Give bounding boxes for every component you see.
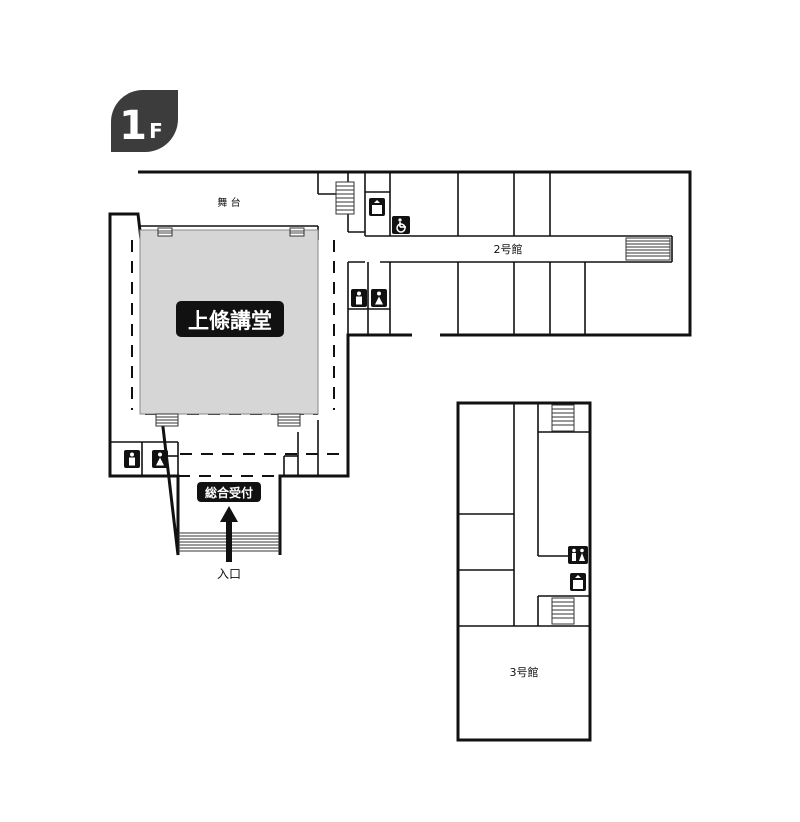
stairs-hall-right [277,413,301,427]
building3 [456,401,592,742]
stairs-building2 [625,237,671,261]
entrance-arrow-icon [220,506,238,562]
hall-name: 上條講堂 [188,309,272,333]
reception: 総合受付 [205,485,253,500]
hall-name-label: 上條講堂 [176,301,284,337]
stairs-building3-top [551,404,575,432]
female-restroom-icon [152,450,168,468]
elevator-icon [570,573,586,591]
stairs-hall-left [155,413,179,427]
male-restroom-icon [124,450,140,468]
main-building [108,170,692,556]
elevator-icon [369,198,385,216]
reception-label: 総合受付 [197,482,261,502]
stairs-building3-bottom [551,597,575,625]
stairs-stage-right [289,227,305,237]
stairs-main-top [335,181,355,215]
stage-label: 舞 台 [217,196,240,209]
entrance-label: 入口 [217,567,241,581]
floor-letter: F [149,119,163,143]
floor-badge: 1 F [111,90,178,152]
male-restroom-icon [351,289,367,307]
restroom-icon [568,546,588,564]
floor-number: 1 [119,103,147,149]
stairs-stage-left [157,227,173,237]
wheelchair-accessible-icon [392,216,410,234]
building3-label: 3号館 [510,665,539,679]
female-restroom-icon [371,289,387,307]
building2-label: 2号館 [494,242,523,256]
